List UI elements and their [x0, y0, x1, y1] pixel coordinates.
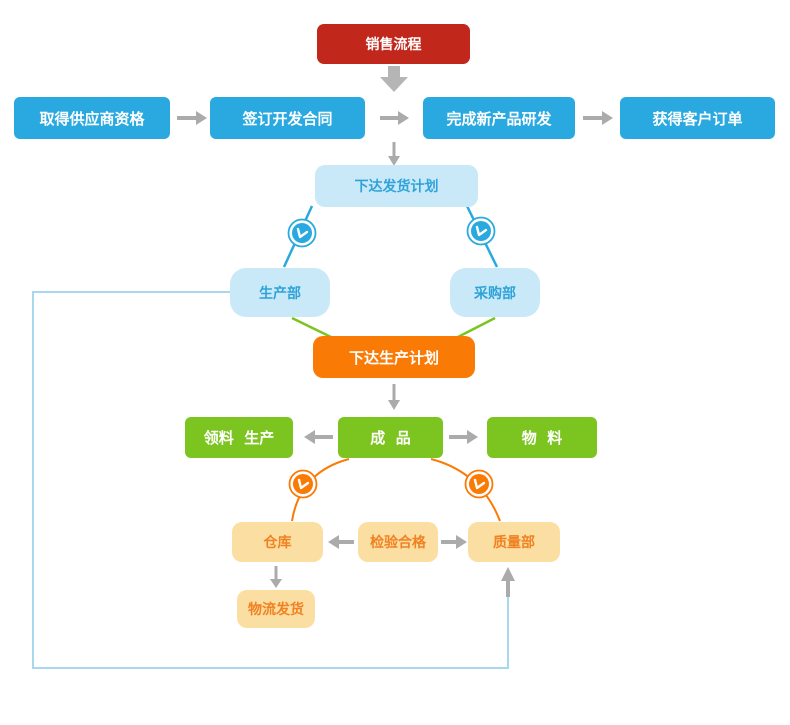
connector-rd-to-order: [583, 111, 613, 125]
connector-feedback-loop: [32, 291, 515, 669]
node-sales-process: 销售流程: [317, 24, 470, 64]
node-supplier-qualification: 取得供应商资格: [14, 97, 170, 139]
connector-down-to-shipping-plan: [388, 142, 400, 166]
connector-finished-to-requisition: [304, 430, 333, 444]
node-production-plan: 下达生产计划: [313, 336, 475, 378]
connector-inspection-to-warehouse: [328, 535, 354, 549]
node-finished-goods: 成 品: [338, 417, 443, 458]
connector-production-dept-to-plan: [291, 316, 334, 340]
connector-warehouse-to-logistics: [270, 566, 282, 588]
connector-contract-to-rd: [380, 111, 409, 125]
node-warehouse: 仓库: [232, 522, 323, 562]
connector-purchasing-dept-to-plan: [455, 316, 496, 340]
node-new-product-rd: 完成新产品研发: [423, 97, 575, 139]
connector-finished-to-materials: [449, 430, 478, 444]
node-shipping-plan: 下达发货计划: [315, 165, 478, 207]
clock-icon: [287, 218, 317, 248]
node-purchasing-dept: 采购部: [450, 268, 540, 317]
connector-sales-down-arrow: [380, 66, 408, 92]
node-quality-dept: 质量部: [468, 522, 560, 562]
node-materials: 物 料: [487, 417, 597, 458]
connector-inspection-to-quality: [441, 535, 467, 549]
node-development-contract: 签订开发合同: [210, 97, 365, 139]
clock-icon: [464, 469, 494, 499]
clock-icon: [466, 216, 496, 246]
node-inspection-passed: 检验合格: [358, 522, 438, 562]
node-logistics-shipping: 物流发货: [237, 590, 315, 628]
connector-plan-to-finished-goods: [388, 384, 400, 410]
clock-icon: [288, 469, 318, 499]
node-material-requisition-production: 领料 生产: [185, 417, 293, 458]
connector-supplier-to-contract: [177, 111, 207, 125]
node-production-dept: 生产部: [230, 268, 330, 317]
node-customer-order: 获得客户订单: [620, 97, 775, 139]
